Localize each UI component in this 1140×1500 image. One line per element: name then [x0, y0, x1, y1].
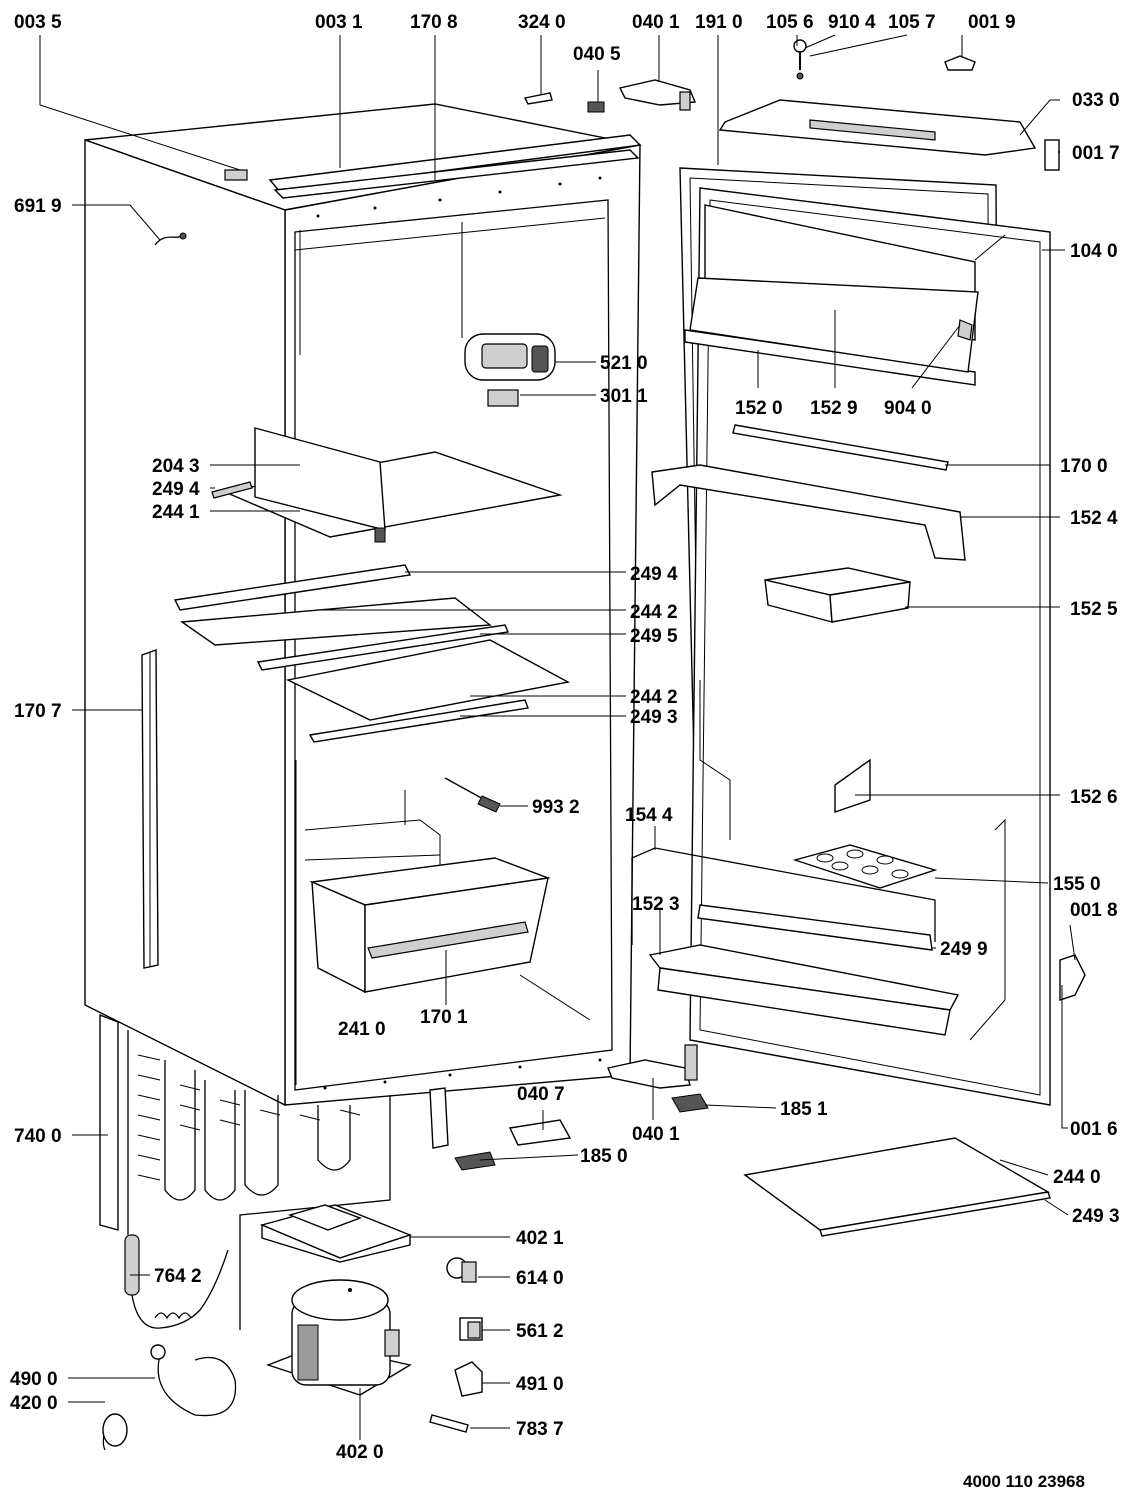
label-001-9: 001 9 — [968, 12, 1016, 33]
label-324-0: 324 0 — [518, 12, 566, 33]
label-170-8: 170 8 — [410, 12, 458, 33]
label-152-6: 152 6 — [1070, 787, 1118, 808]
shelf-244-2-lower — [285, 639, 571, 743]
crisper-drawer — [309, 857, 551, 994]
label-104-0: 104 0 — [1070, 241, 1118, 262]
label-249-4-a: 249 4 — [152, 479, 200, 500]
label-001-6: 001 6 — [1070, 1119, 1118, 1140]
label-244-0: 244 0 — [1053, 1167, 1101, 1188]
label-301-1: 301 1 — [600, 386, 648, 407]
label-740-0: 740 0 — [14, 1126, 62, 1147]
label-244-2-b: 244 2 — [630, 687, 678, 708]
thermostat-unit — [461, 222, 556, 407]
label-249-4-b: 249 4 — [630, 564, 678, 585]
label-170-0: 170 0 — [1060, 456, 1108, 477]
label-152-4: 152 4 — [1070, 508, 1118, 529]
document-number: 4000 110 23968 — [963, 1472, 1085, 1491]
compressor — [265, 1279, 412, 1396]
label-040-5: 040 5 — [573, 44, 621, 65]
label-003-1: 003 1 — [315, 12, 363, 33]
label-249-5: 249 5 — [630, 626, 678, 647]
label-241-0: 241 0 — [338, 1019, 386, 1040]
label-244-2-a: 244 2 — [630, 602, 678, 623]
label-185-0: 185 0 — [580, 1146, 628, 1167]
label-152-9: 152 9 — [810, 398, 858, 419]
label-001-7: 001 7 — [1072, 143, 1120, 164]
label-152-5: 152 5 — [1070, 599, 1118, 620]
label-105-7: 105 7 — [888, 12, 936, 33]
label-001-8: 001 8 — [1070, 900, 1118, 921]
label-764-2: 764 2 — [154, 1266, 202, 1287]
capillary-tube — [124, 1234, 229, 1329]
bottom-hardware — [454, 954, 1086, 1171]
part-labels: 003 5 003 1 170 8 324 0 040 5 040 1 191 … — [10, 12, 1120, 1491]
label-402-1: 402 1 — [516, 1228, 564, 1249]
label-152-0: 152 0 — [735, 398, 783, 419]
label-040-1-bottom: 040 1 — [632, 1124, 680, 1145]
door-assembly — [631, 78, 1051, 1106]
label-152-3: 152 3 — [632, 894, 680, 915]
electrical-parts — [102, 1257, 483, 1451]
label-185-1: 185 1 — [780, 1099, 828, 1120]
compressor-bracket — [259, 1204, 413, 1263]
label-420-0: 420 0 — [10, 1393, 58, 1414]
label-521-0: 521 0 — [600, 353, 648, 374]
label-910-4: 910 4 — [828, 12, 876, 33]
shelf-244-0 — [743, 1137, 1051, 1237]
label-249-3-b: 249 3 — [1072, 1206, 1120, 1227]
label-204-3: 204 3 — [152, 456, 200, 477]
label-191-0: 191 0 — [695, 12, 743, 33]
label-040-7: 040 7 — [517, 1084, 565, 1105]
label-491-0: 491 0 — [516, 1374, 564, 1395]
label-244-1: 244 1 — [152, 502, 200, 523]
label-249-9: 249 9 — [940, 939, 988, 960]
label-040-1-top: 040 1 — [632, 12, 680, 33]
label-402-0: 402 0 — [336, 1442, 384, 1463]
label-155-0: 155 0 — [1053, 874, 1101, 895]
label-993-2: 993 2 — [532, 797, 580, 818]
label-170-1: 170 1 — [420, 1007, 468, 1028]
label-614-0: 614 0 — [516, 1268, 564, 1289]
label-490-0: 490 0 — [10, 1369, 58, 1390]
label-249-3-a: 249 3 — [630, 707, 678, 728]
label-003-5: 003 5 — [14, 12, 62, 33]
label-170-7: 170 7 — [14, 701, 62, 722]
shelf-204-3 — [211, 427, 563, 543]
label-154-4: 154 4 — [625, 805, 673, 826]
label-033-0: 033 0 — [1072, 90, 1120, 111]
label-691-9: 691 9 — [14, 196, 62, 217]
top-hinge-hardware — [523, 39, 1060, 171]
label-904-0: 904 0 — [884, 398, 932, 419]
label-783-7: 783 7 — [516, 1419, 564, 1440]
label-561-2: 561 2 — [516, 1321, 564, 1342]
sensor-993-2 — [444, 777, 501, 813]
label-105-6: 105 6 — [766, 12, 814, 33]
leader-lines — [39, 34, 1076, 1440]
